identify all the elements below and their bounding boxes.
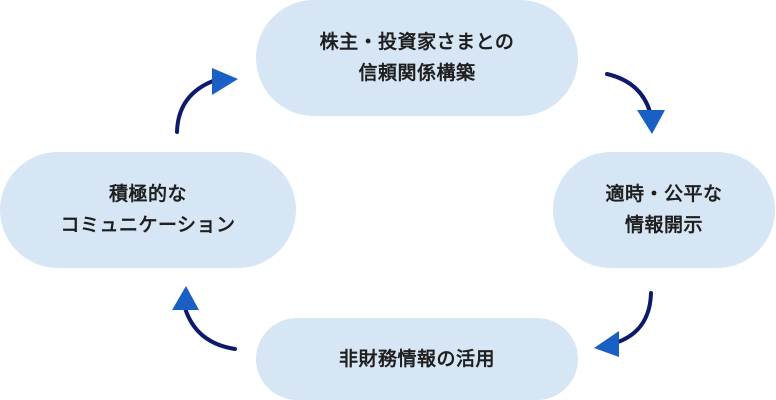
node-nonfinancial-info: 非財務情報の活用 bbox=[256, 318, 578, 400]
arrow-shaft bbox=[605, 72, 652, 114]
arrow-bottom-to-left bbox=[172, 286, 237, 351]
arrow-shaft bbox=[175, 79, 215, 134]
node-label-line: 適時・公平な bbox=[605, 183, 723, 206]
arrow-top-to-right bbox=[605, 72, 665, 134]
node-label-line: 株主・投資家さまとの bbox=[319, 31, 515, 54]
arrow-right-to-bottom bbox=[594, 291, 653, 357]
arrow-head bbox=[594, 331, 619, 357]
arrow-shaft bbox=[183, 306, 237, 351]
node-label-line: 情報開示 bbox=[624, 214, 703, 236]
arrow-left-to-top bbox=[175, 68, 238, 134]
arrow-head bbox=[637, 110, 665, 134]
node-active-communication: 積極的な コミュニケーション bbox=[0, 152, 296, 268]
node-label-line: 非財務情報の活用 bbox=[338, 347, 495, 370]
node-shareholder-trust: 株主・投資家さまとの 信頼関係構築 bbox=[256, 0, 578, 116]
node-timely-disclosure: 適時・公平な 情報開示 bbox=[553, 152, 775, 268]
node-label-line: 信頼関係構築 bbox=[358, 62, 476, 84]
node-label-line: コミュニケーション bbox=[60, 214, 236, 236]
node-label-line: 積極的な bbox=[108, 183, 187, 206]
arrow-head bbox=[212, 68, 238, 95]
arrow-head bbox=[172, 286, 199, 310]
arrow-shaft bbox=[616, 291, 653, 344]
